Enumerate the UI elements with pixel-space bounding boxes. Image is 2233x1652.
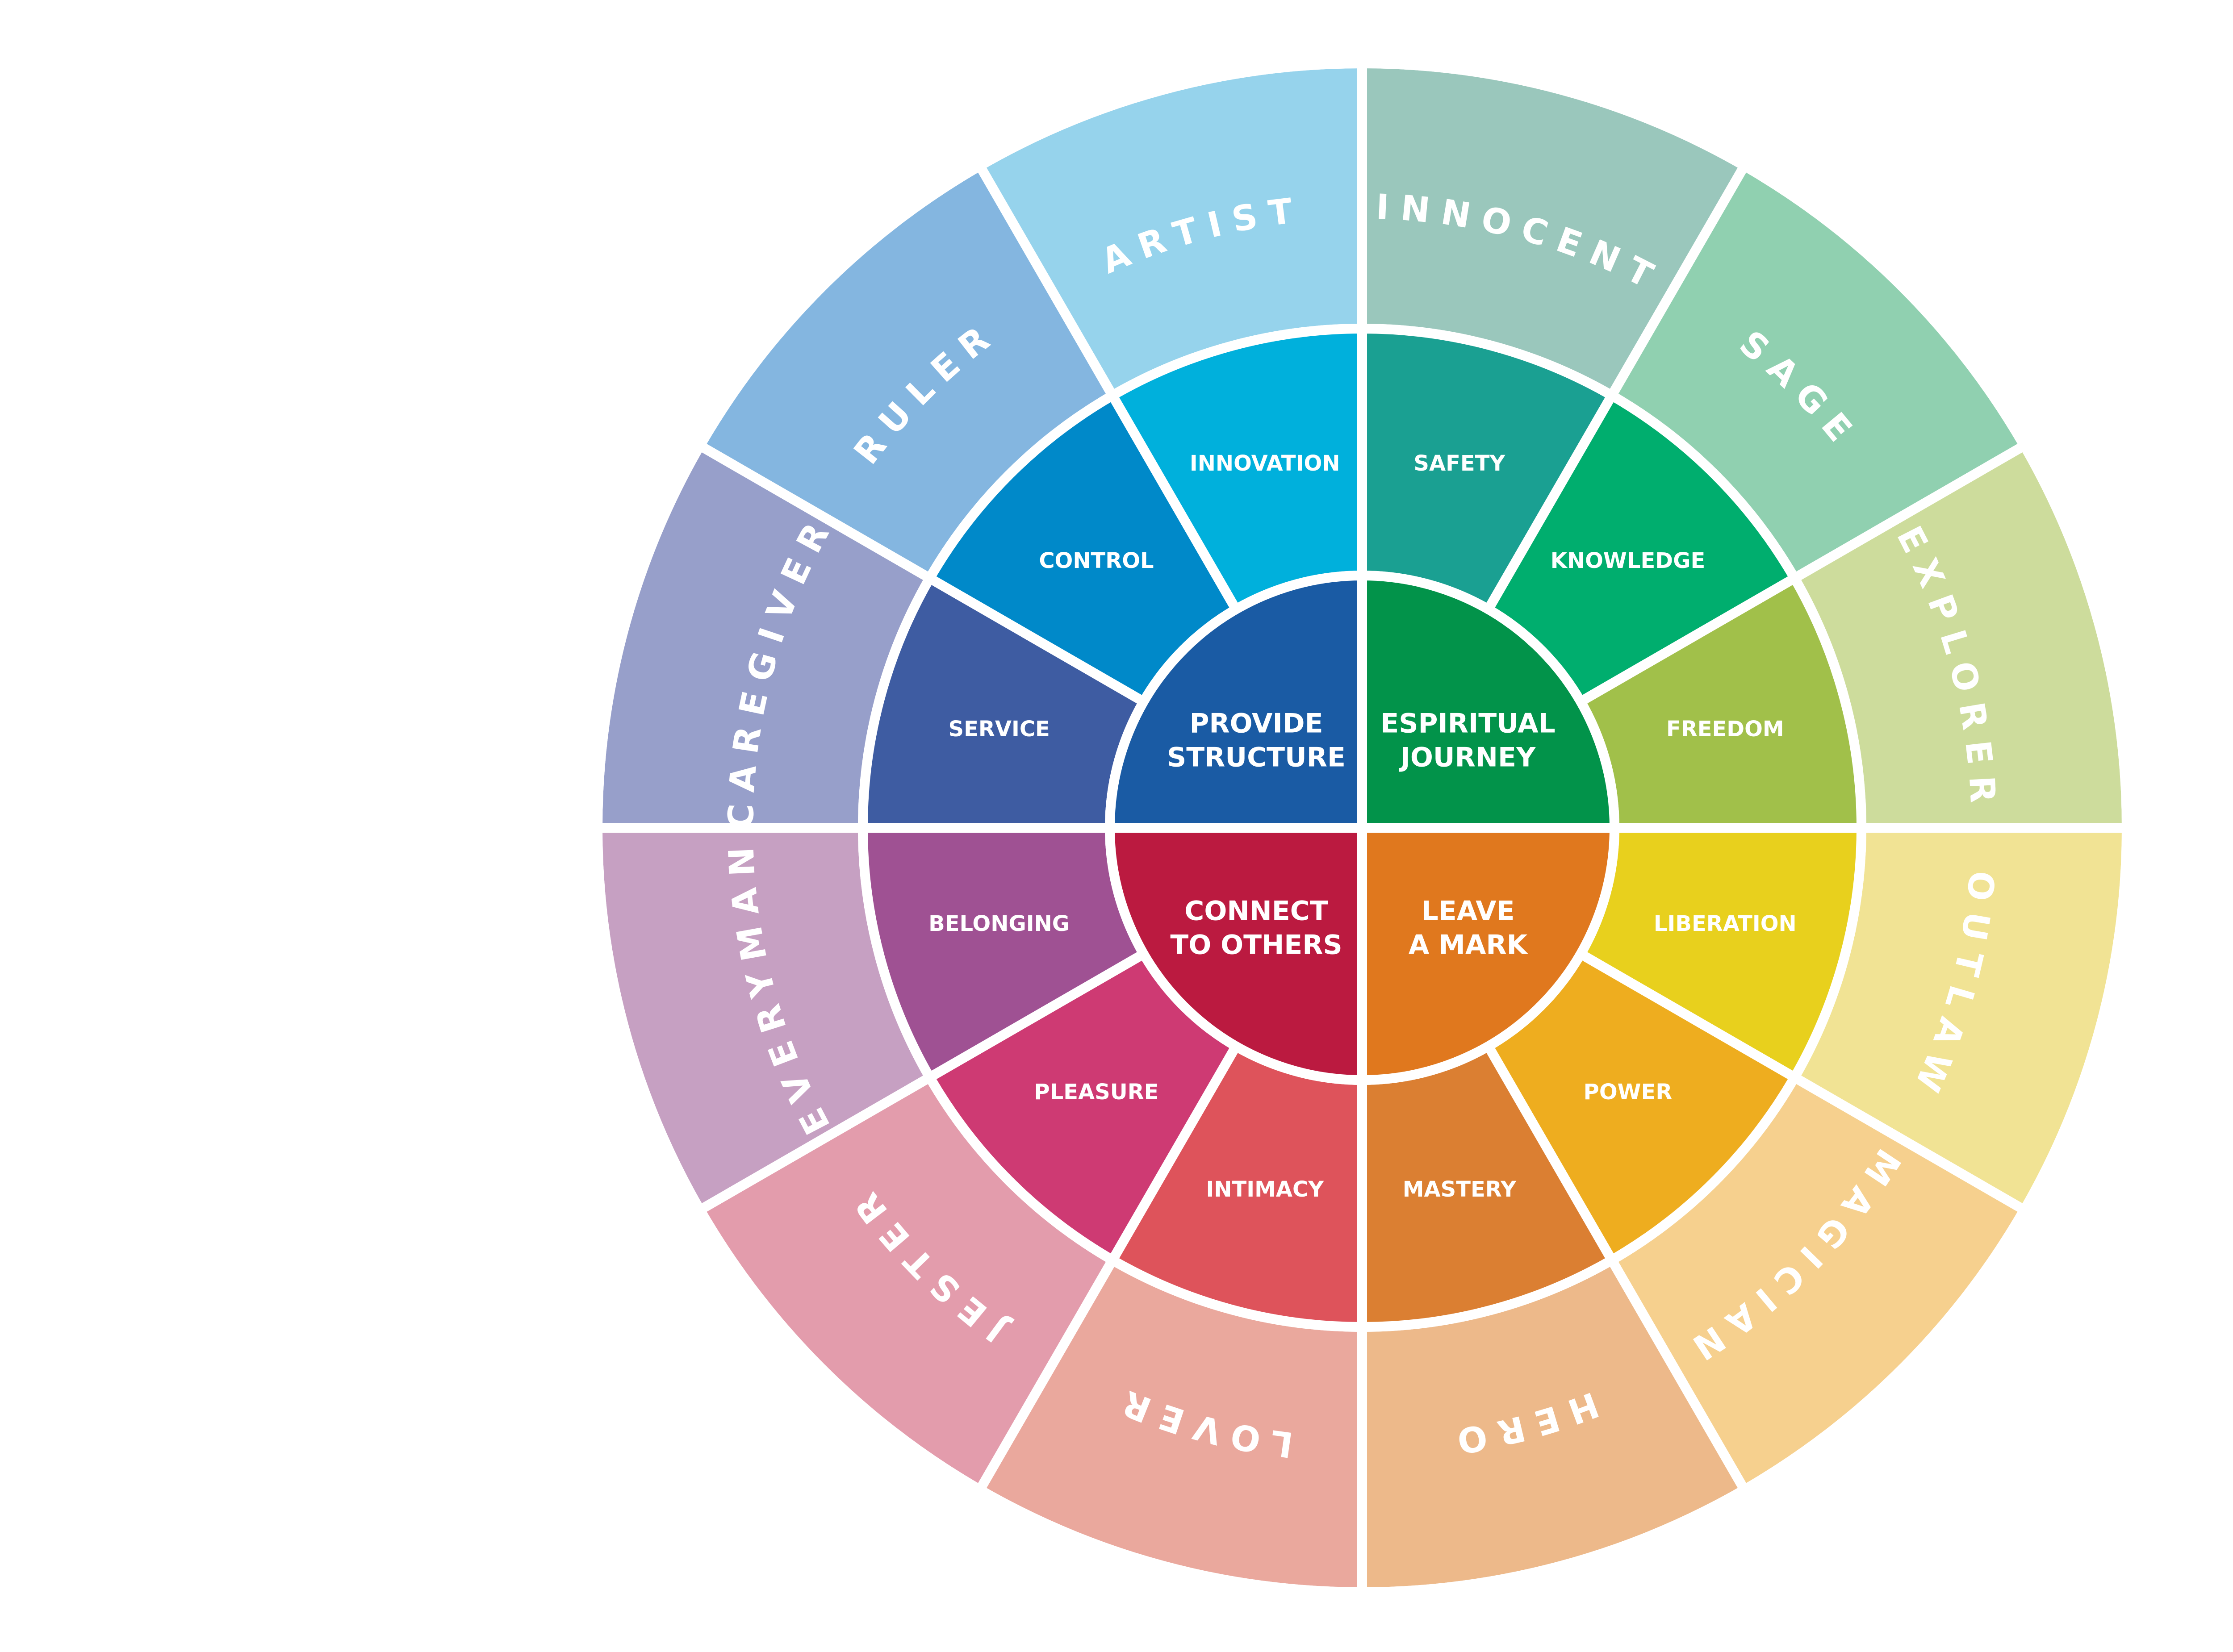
- middle-label-service: SERVICE: [949, 717, 1050, 742]
- core-label-line: STRUCTURE: [1167, 742, 1346, 773]
- core-label-line: TO OTHERS: [1170, 930, 1342, 961]
- core-label-line: A MARK: [1409, 930, 1529, 961]
- middle-label-knowledge: KNOWLEDGE: [1551, 548, 1706, 573]
- outer-border: [593, 58, 2132, 1597]
- core-segment-provide-structure[interactable]: [1104, 570, 1367, 833]
- core-segment-espiritual-journey[interactable]: [1357, 570, 1620, 833]
- middle-label-mastery: MASTERY: [1403, 1177, 1517, 1202]
- core-label-line: PROVIDE: [1189, 708, 1323, 739]
- middle-label-liberation: LIBERATION: [1654, 911, 1797, 936]
- middle-label-pleasure: PLEASURE: [1034, 1080, 1158, 1105]
- core-segment-leave-a-mark[interactable]: [1357, 823, 1620, 1085]
- middle-label-control: CONTROL: [1039, 548, 1154, 573]
- middle-label-power: POWER: [1584, 1080, 1673, 1105]
- core-label-line: CONNECT: [1184, 896, 1328, 927]
- middle-label-belonging: BELONGING: [928, 911, 1070, 936]
- middle-label-innovation: INNOVATION: [1190, 451, 1340, 476]
- core-segment-connect-to-others[interactable]: [1104, 823, 1367, 1085]
- core-label-line: JOURNEY: [1399, 742, 1536, 773]
- middle-ring: SAFETY KNOWLEDGE FREEDOM LIBERATION POWER MAS…: [857, 323, 1867, 1332]
- middle-label-safety: SAFETY: [1413, 451, 1505, 476]
- middle-label-intimacy: INTIMACY: [1206, 1177, 1324, 1202]
- core-label-line: LEAVE: [1421, 896, 1514, 927]
- core-label-line: ESPIRITUAL: [1380, 708, 1556, 739]
- middle-label-freedom: FREEDOM: [1666, 717, 1784, 742]
